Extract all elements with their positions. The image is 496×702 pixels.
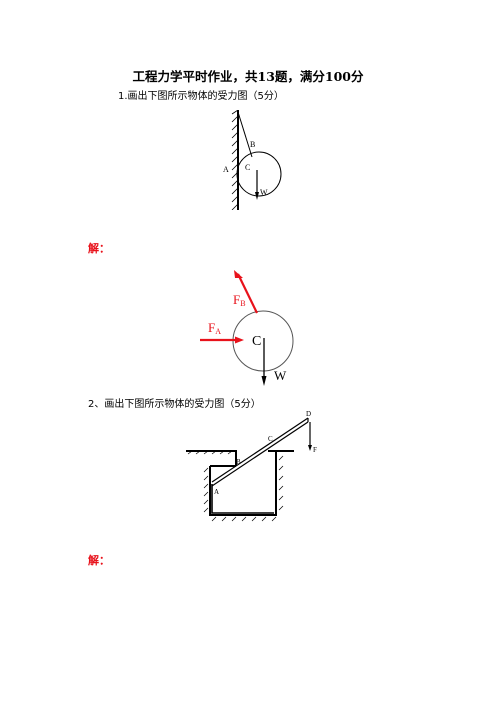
force-fa-arrowhead [235,336,244,344]
label-b: B [250,140,255,149]
inner-bracket [211,484,274,514]
figure-2-beam-structure: D C F B A [186,410,317,522]
question-1-prompt: 1.画出下图所示物体的受力图（5分） [118,91,284,102]
label-w-answer: W [274,368,287,383]
label-f: F [313,446,317,454]
ledge [186,450,237,466]
label-fa: FA [208,320,221,336]
question-2-prompt: 2、画出下图所示物体的受力图（5分） [88,399,261,410]
beam-lower-edge [211,421,309,487]
figure-1-ball-wall: B A C W [223,110,282,210]
label-c-answer: C [252,334,261,349]
label-c: C [245,163,250,172]
answer-1-free-body-diagram: FB FA C W [200,270,294,386]
label-c2: C [268,435,273,443]
force-w-arrowhead [261,376,267,386]
box-outline [209,451,277,516]
label-b2: B [236,458,241,466]
answer-1-label: 解： [88,242,110,255]
rope [237,111,253,158]
label-a: A [223,165,229,174]
load-f-arrowhead [308,445,312,451]
beam-upper-edge [211,417,309,483]
weight-arrowhead [255,192,259,200]
label-w: W [260,188,268,197]
answer-2-label: 解： [88,554,110,567]
ball-outline [232,310,294,372]
force-fb-line [237,273,258,314]
ball [236,151,282,197]
label-a2: A [214,488,219,496]
force-fb-arrowhead [234,270,243,278]
box-hatching [203,455,284,522]
page-title: 工程力学平时作业，共13题，满分100分 [132,69,364,84]
label-d: D [306,410,311,418]
label-fb: FB [233,292,246,308]
